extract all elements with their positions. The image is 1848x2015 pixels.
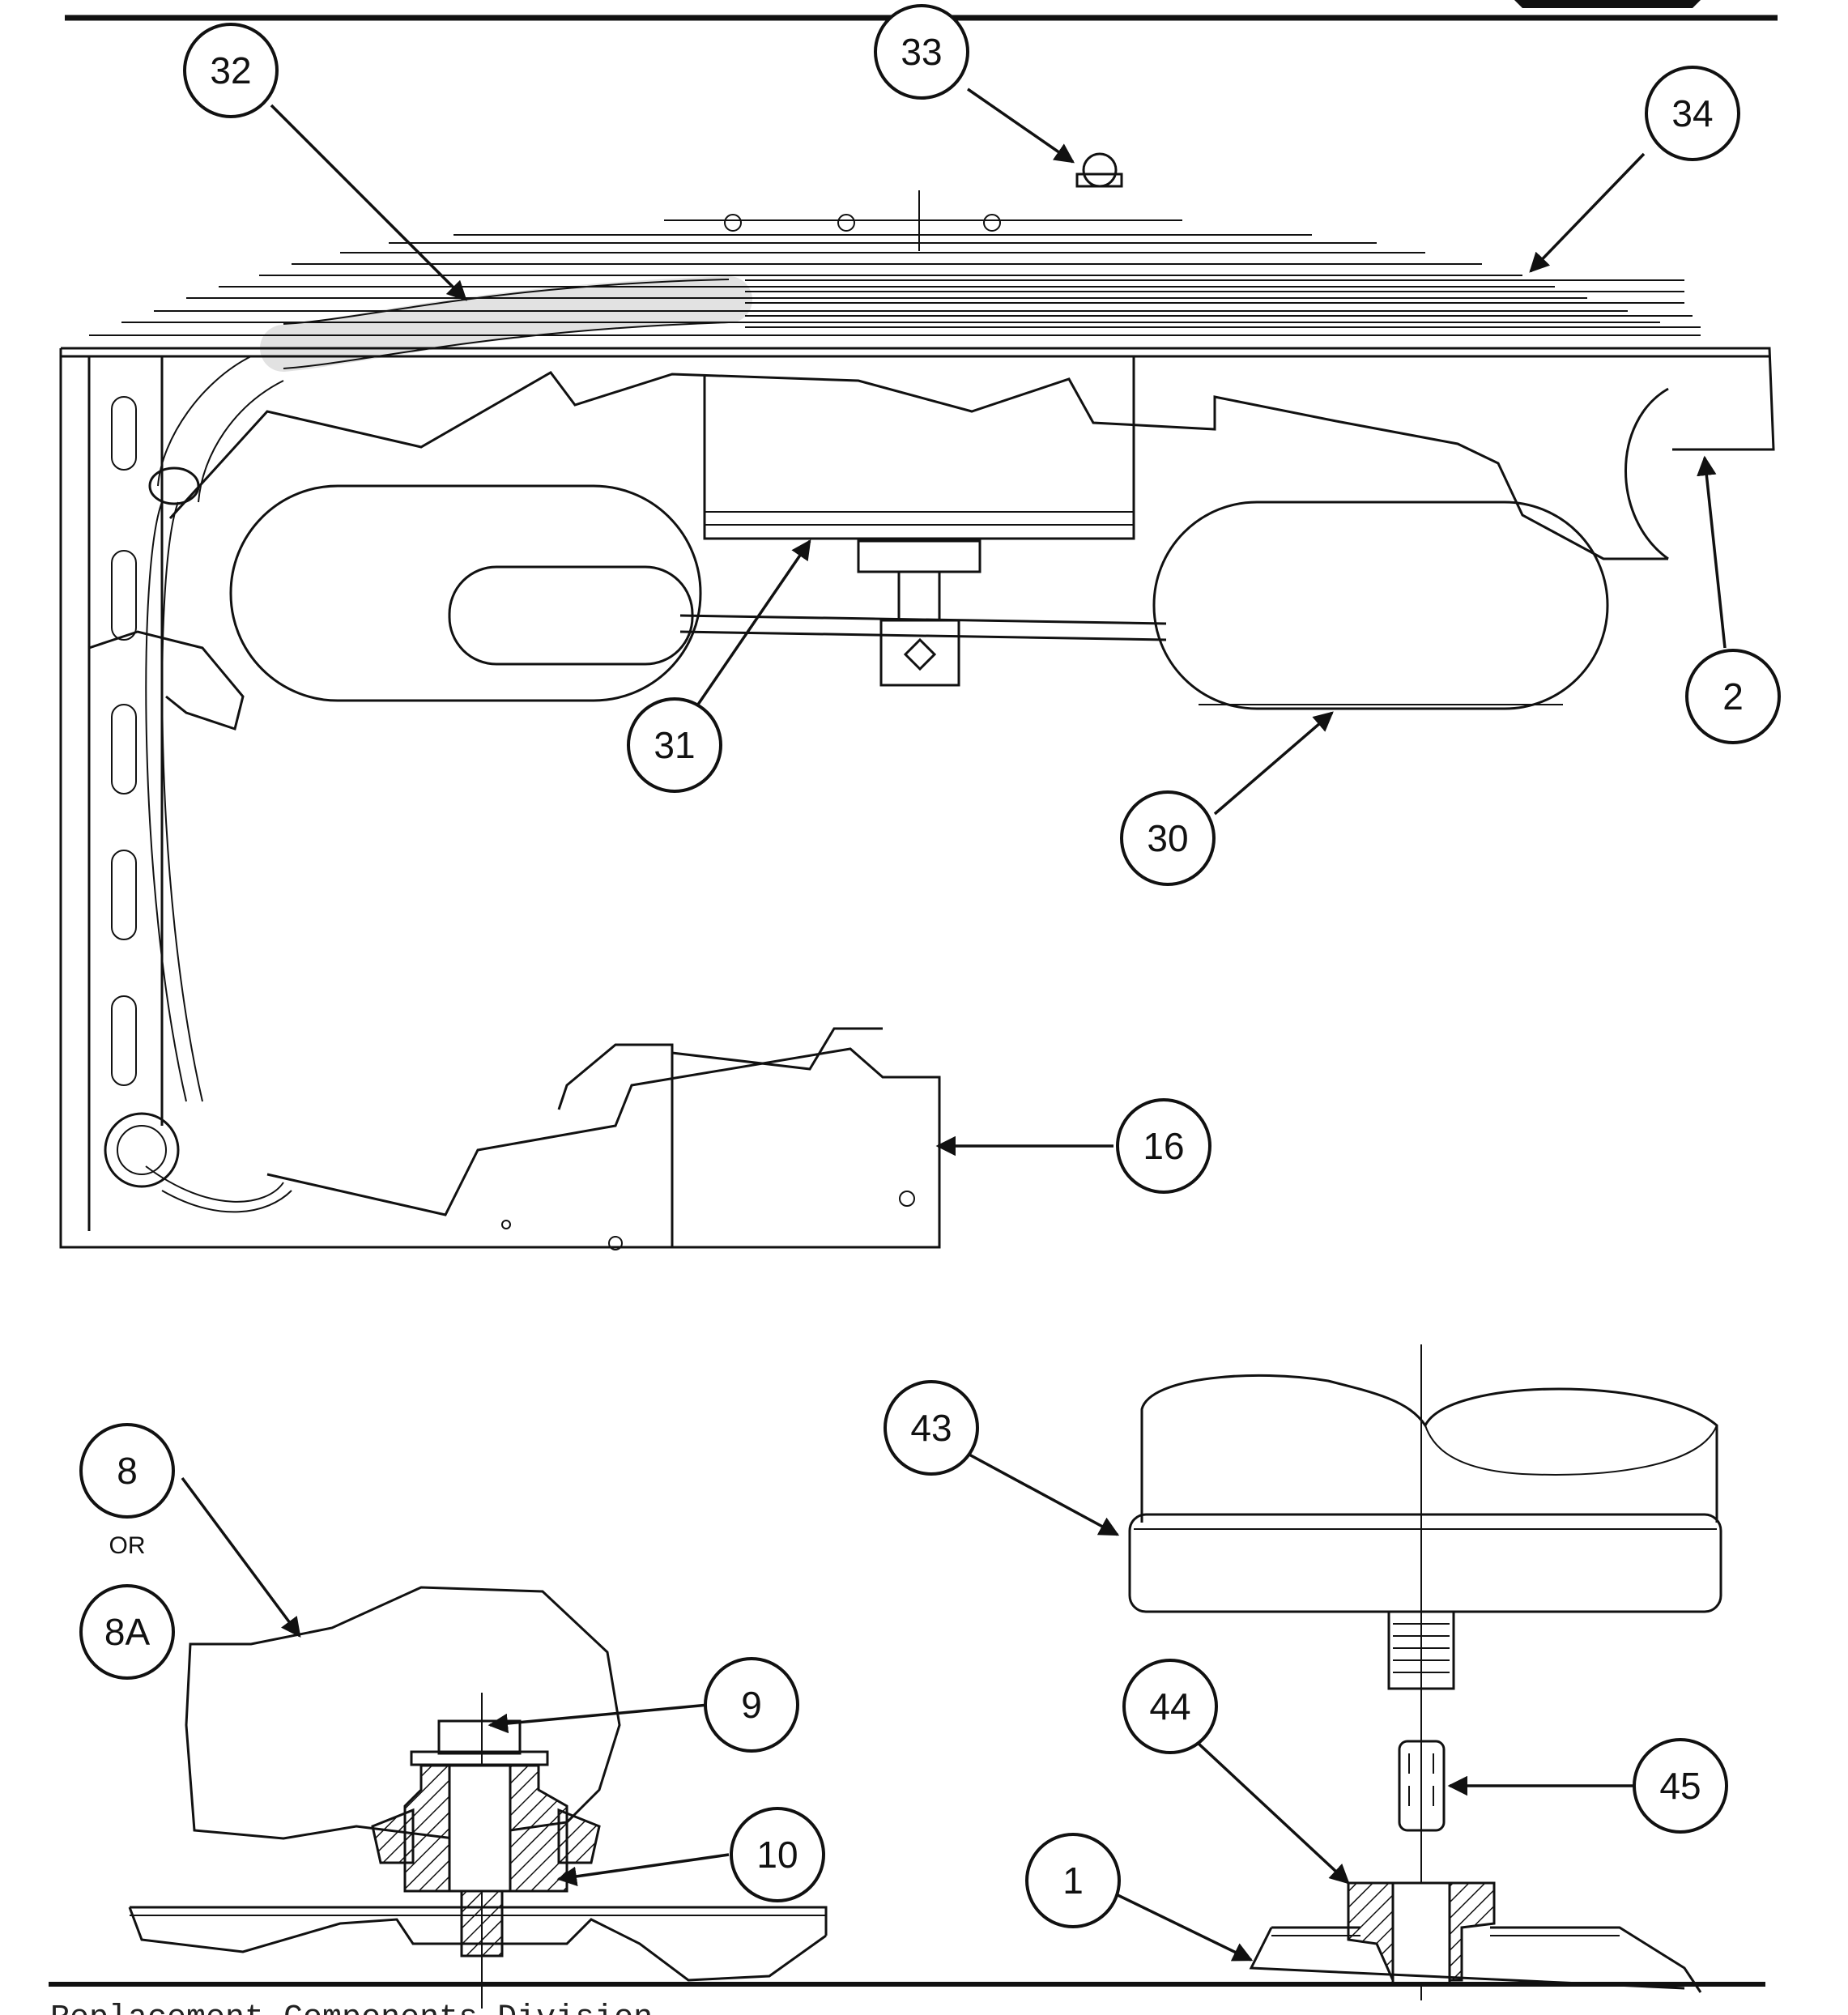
or-label: OR xyxy=(109,1532,146,1559)
compressor-mount-detail xyxy=(128,1586,828,2009)
callout-45: 45 xyxy=(1633,1738,1728,1834)
svg-text:44: 44 xyxy=(1149,1685,1190,1727)
callout-31: 31 xyxy=(627,697,722,793)
svg-text:32: 32 xyxy=(210,49,251,92)
isolator-mount-detail xyxy=(1128,1344,1722,2000)
callout-34: 34 xyxy=(1645,66,1740,161)
callout-16: 16 xyxy=(1116,1098,1211,1194)
callout-9: 9 xyxy=(704,1657,799,1753)
svg-text:31: 31 xyxy=(654,724,695,766)
callout-10: 10 xyxy=(730,1807,825,1902)
threaded-insert xyxy=(1398,1740,1446,1832)
lower-panel xyxy=(266,1043,941,1249)
compressor-outline xyxy=(185,1586,621,1840)
callout-8a: 8A xyxy=(79,1584,175,1680)
svg-text:43: 43 xyxy=(910,1407,952,1449)
callout-1: 1 xyxy=(1025,1833,1121,1928)
callout-8: 8 xyxy=(79,1423,175,1519)
svg-text:16: 16 xyxy=(1143,1125,1184,1167)
callout-2: 2 xyxy=(1685,649,1781,744)
callout-32: 32 xyxy=(183,23,279,118)
svg-text:9: 9 xyxy=(741,1684,762,1726)
callout-30: 30 xyxy=(1120,790,1216,886)
svg-text:8: 8 xyxy=(117,1450,138,1492)
svg-text:33: 33 xyxy=(901,31,942,73)
base-pan-assembly xyxy=(59,190,1775,1250)
flexible-hose xyxy=(104,276,752,1213)
threaded-stud xyxy=(1387,1610,1455,1690)
svg-text:34: 34 xyxy=(1671,92,1713,134)
callout-33: 33 xyxy=(874,4,969,100)
callout-43: 43 xyxy=(884,1380,979,1476)
svg-text:1: 1 xyxy=(1062,1860,1084,1902)
condenser-coil-fins xyxy=(89,190,1701,336)
svg-text:8A: 8A xyxy=(104,1611,151,1653)
svg-text:2: 2 xyxy=(1722,675,1744,718)
fan-wheel xyxy=(1152,501,1609,710)
isolator-dome xyxy=(1140,1374,1718,1523)
svg-text:45: 45 xyxy=(1659,1765,1701,1807)
svg-text:30: 30 xyxy=(1147,817,1188,859)
leader-lines xyxy=(181,87,1727,1962)
partition-panel xyxy=(168,371,1668,560)
svg-text:10: 10 xyxy=(756,1834,798,1876)
mount-bolt xyxy=(437,1719,522,1755)
footer-text: Replacement Components Division xyxy=(50,2000,653,2015)
callout-44: 44 xyxy=(1122,1659,1218,1754)
base-pan-outline xyxy=(59,347,1775,1249)
